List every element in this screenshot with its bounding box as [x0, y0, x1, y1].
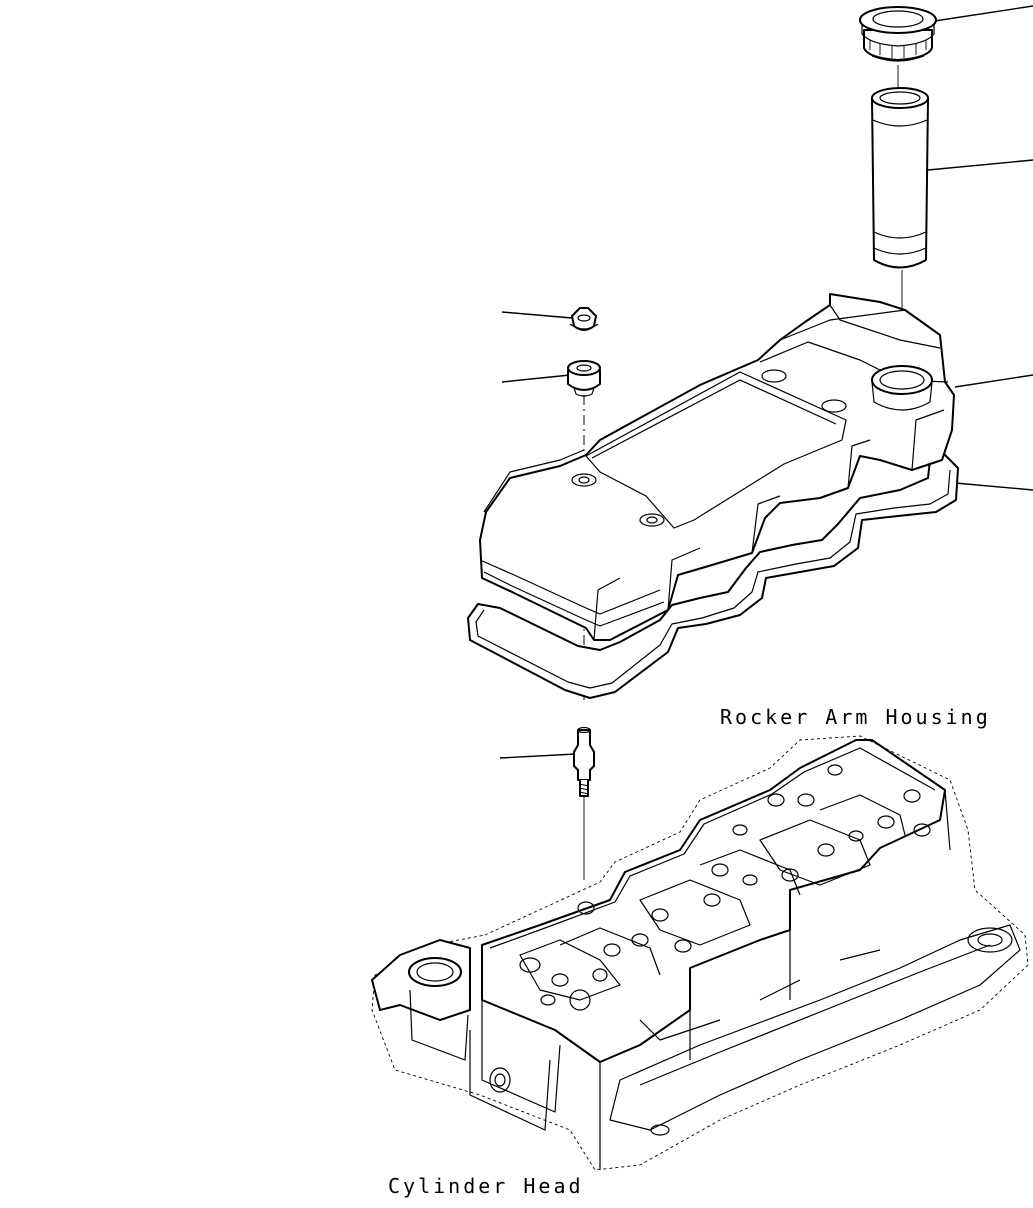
leader-tube — [927, 159, 1033, 171]
leader-cover — [954, 374, 1033, 388]
leader-stud — [499, 753, 577, 759]
grommet-icon — [567, 360, 601, 397]
tube-icon — [871, 87, 929, 269]
nut-icon — [569, 307, 599, 331]
leader-cap — [927, 5, 1033, 23]
leader-gasket — [954, 482, 1033, 491]
leader-lines — [499, 5, 1033, 759]
cylinder-head-icon — [371, 735, 1029, 1171]
leader-nut — [501, 311, 573, 319]
gasket-icon — [467, 453, 959, 699]
rocker-arm-internals — [519, 764, 931, 1011]
cylinder-head-label: Cylinder Head — [388, 1174, 584, 1198]
stud-icon — [573, 726, 595, 797]
leader-grommet — [501, 374, 571, 383]
cap-icon — [859, 6, 937, 62]
cover-icon — [479, 293, 955, 641]
rocker-arm-housing-label: Rocker Arm Housing — [720, 705, 991, 729]
